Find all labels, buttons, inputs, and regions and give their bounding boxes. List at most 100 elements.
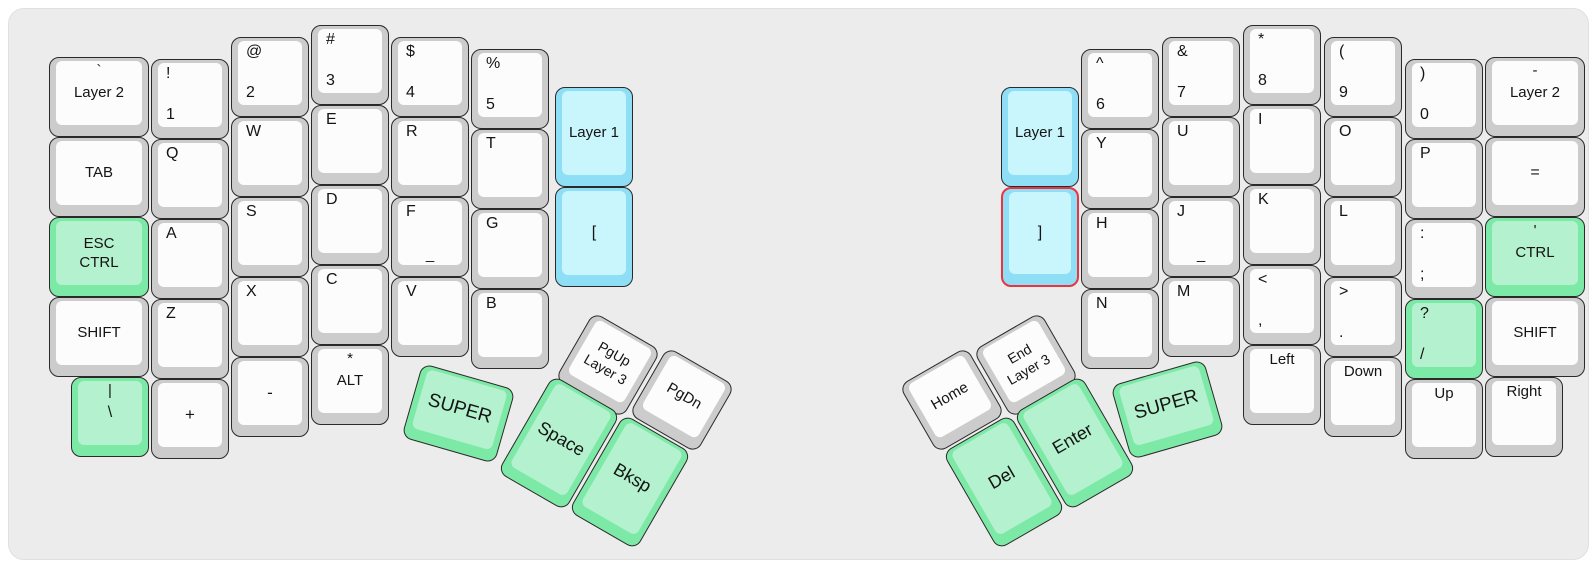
key-shift-right-label: SHIFT (1492, 301, 1578, 365)
key-r-legend: R (406, 123, 418, 140)
key-i[interactable]: I (1243, 105, 1321, 185)
key-u[interactable]: U (1162, 117, 1240, 197)
key-question-slash[interactable]: ?/ (1405, 299, 1483, 379)
key-equals[interactable]: = (1485, 137, 1585, 217)
key-m[interactable]: M (1162, 277, 1240, 357)
key-7[interactable]: &7 (1162, 37, 1240, 117)
key-k[interactable]: K (1243, 185, 1321, 265)
key-super-right[interactable]: SUPER (1110, 359, 1225, 460)
key-rbracket-cap: ] (1009, 192, 1071, 274)
key-asterisk-alt[interactable]: *ALT (311, 345, 389, 425)
key-4-legend: $ (406, 43, 415, 60)
key-tab-cap: TAB (56, 141, 142, 205)
key-9-legend: ( (1339, 43, 1345, 60)
key-equals-label-line: = (1530, 163, 1540, 181)
key-super-left[interactable]: SUPER (401, 363, 516, 464)
key-b[interactable]: B (471, 289, 549, 369)
key-grave-layer2-cap: `Layer 2 (56, 61, 142, 125)
key-shift-left-label: SHIFT (56, 301, 142, 365)
key-esc-ctrl-label-line: ESC (83, 234, 115, 252)
key-4[interactable]: $4 (391, 37, 469, 117)
key-y[interactable]: Y (1081, 129, 1159, 209)
key-shift-left[interactable]: SHIFT (49, 297, 149, 377)
key-minus[interactable]: - (231, 357, 309, 437)
key-semicolon[interactable]: :; (1405, 219, 1483, 299)
key-s[interactable]: S (231, 197, 309, 277)
key-arrow-up[interactable]: Up (1405, 379, 1483, 459)
key-x-cap: X (238, 281, 302, 345)
key-o[interactable]: O (1324, 117, 1402, 197)
key-r[interactable]: R (391, 117, 469, 197)
key-arrow-left-cap: Left (1250, 349, 1314, 413)
key-2[interactable]: @2 (231, 37, 309, 117)
key-pipe-backslash[interactable]: |\ (71, 377, 149, 457)
key-plus[interactable]: + (151, 379, 229, 459)
key-1-shifted-legend: 1 (166, 105, 175, 123)
key-semicolon-shifted-legend: ; (1420, 265, 1425, 283)
key-layer1-right[interactable]: Layer 1 (1001, 87, 1079, 187)
key-semicolon-legend: : (1420, 225, 1425, 242)
key-esc-ctrl[interactable]: ESC CTRL (49, 217, 149, 297)
key-comma-legend: < (1258, 271, 1268, 288)
key-0[interactable]: )0 (1405, 59, 1483, 139)
key-z-legend: Z (166, 305, 176, 322)
key-h-legend: H (1096, 215, 1108, 232)
key-1-legend: ! (166, 65, 171, 82)
key-period-legend: > (1339, 283, 1349, 300)
key-3[interactable]: #3 (311, 25, 389, 105)
key-tab[interactable]: TAB (49, 137, 149, 217)
key-l[interactable]: L (1324, 197, 1402, 277)
key-g[interactable]: G (471, 209, 549, 289)
key-9[interactable]: (9 (1324, 37, 1402, 117)
key-v[interactable]: V (391, 277, 469, 357)
key-shift-right-label-line: SHIFT (1513, 324, 1557, 342)
key-6[interactable]: ^6 (1081, 49, 1159, 129)
key-quote-ctrl[interactable]: 'CTRL (1485, 217, 1585, 297)
key-p-cap: P (1412, 143, 1476, 207)
key-w[interactable]: W (231, 117, 309, 197)
key-u-cap: U (1169, 121, 1233, 185)
key-5[interactable]: %5 (471, 49, 549, 129)
key-d[interactable]: D (311, 185, 389, 265)
key-n-cap: N (1088, 293, 1152, 357)
key-r-cap: R (398, 121, 462, 185)
key-period[interactable]: >. (1324, 277, 1402, 357)
key-shift-right[interactable]: SHIFT (1485, 297, 1585, 377)
key-2-cap: @2 (238, 41, 302, 105)
key-dash-layer2[interactable]: -Layer 2 (1485, 57, 1585, 137)
key-x[interactable]: X (231, 277, 309, 357)
key-3-legend: # (326, 31, 335, 48)
key-h[interactable]: H (1081, 209, 1159, 289)
key-8[interactable]: *8 (1243, 25, 1321, 105)
key-1[interactable]: !1 (151, 59, 229, 139)
key-arrow-right[interactable]: Right (1485, 377, 1563, 457)
key-n[interactable]: N (1081, 289, 1159, 369)
key-f-cap: F_ (398, 201, 462, 265)
key-f[interactable]: F_ (391, 197, 469, 277)
key-7-shifted-legend: 7 (1177, 83, 1186, 101)
key-arrow-down[interactable]: Down (1324, 357, 1402, 437)
key-c[interactable]: C (311, 265, 389, 345)
key-t[interactable]: T (471, 129, 549, 209)
key-minus-label: - (238, 361, 302, 425)
key-layer1-left[interactable]: Layer 1 (555, 87, 633, 187)
key-space-label-line: Space (534, 417, 589, 461)
key-v-legend: V (406, 283, 417, 300)
key-j[interactable]: J_ (1162, 197, 1240, 277)
key-grave-layer2[interactable]: `Layer 2 (49, 57, 149, 137)
key-o-cap: O (1331, 121, 1395, 185)
key-arrow-down-cap: Down (1331, 361, 1395, 425)
key-arrow-left[interactable]: Left (1243, 345, 1321, 425)
key-shift-right-cap: SHIFT (1492, 301, 1578, 365)
key-esc-ctrl-label-line: CTRL (79, 254, 119, 271)
key-shift-left-cap: SHIFT (56, 301, 142, 365)
key-q[interactable]: Q (151, 139, 229, 219)
key-comma[interactable]: <, (1243, 265, 1321, 345)
key-p[interactable]: P (1405, 139, 1483, 219)
key-a[interactable]: A (151, 219, 229, 299)
key-z[interactable]: Z (151, 299, 229, 379)
key-lbracket[interactable]: [ (555, 187, 633, 287)
key-del-label-line: Del (984, 462, 1019, 494)
key-e[interactable]: E (311, 105, 389, 185)
key-rbracket[interactable]: ] (1001, 187, 1079, 287)
